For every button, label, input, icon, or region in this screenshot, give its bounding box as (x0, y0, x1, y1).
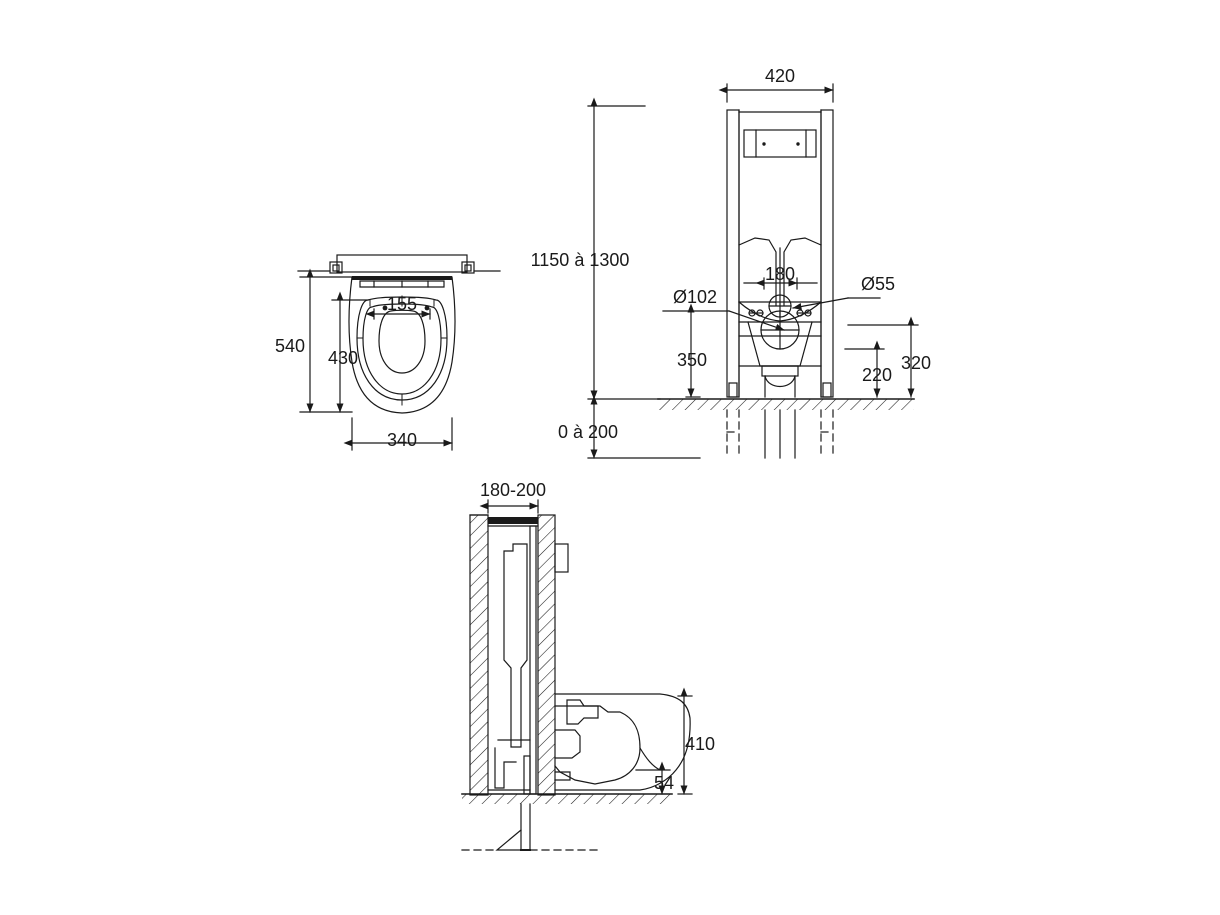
label-54: 54 (654, 773, 674, 793)
label-0-200: 0 à 200 (558, 422, 618, 442)
frame-feet (728, 382, 832, 398)
dimension-220 (844, 340, 885, 398)
dimension-0-200 (587, 395, 701, 459)
seat-outer-profile (348, 276, 456, 414)
mounting-studs (748, 309, 812, 317)
dimension-320 (847, 316, 919, 398)
dimension-540 (299, 268, 353, 413)
actuator-nub (554, 543, 569, 573)
leader-diam-102 (662, 310, 785, 331)
front-elevation-frame (587, 83, 919, 459)
plan-view-seat (297, 254, 501, 451)
flush-plate-section (487, 517, 539, 527)
seat-centre-marks (356, 295, 448, 406)
label-320: 320 (901, 353, 931, 373)
dimension-180-200 (479, 499, 539, 514)
dimension-180 (743, 277, 818, 290)
leader-diam-55 (792, 297, 881, 310)
dimension-430 (331, 291, 369, 413)
label-180: 180 (765, 264, 795, 284)
seat-lid-outline (352, 276, 452, 288)
dimension-1150-1300 (587, 97, 661, 400)
below-floor-solid-pipes (764, 409, 796, 459)
label-diam-55: Ø55 (861, 274, 895, 294)
label-340: 340 (387, 430, 417, 450)
label-180-200: 180-200 (480, 480, 546, 500)
label-155: 155 (387, 294, 417, 314)
label-diam-102: Ø102 (673, 287, 717, 307)
label-1150-1300: 1150 à 1300 (531, 250, 630, 270)
below-floor-pipes (726, 409, 834, 459)
floor-support (495, 803, 531, 851)
seat-mounting-bracket (297, 254, 501, 274)
dimension-410 (677, 687, 693, 795)
floor-line-elevation (657, 398, 915, 410)
dimension-420 (718, 83, 834, 103)
cistern-body (738, 111, 822, 158)
floor-line-section (461, 793, 673, 804)
label-540: 540 (275, 336, 305, 356)
wall-right-leaf (537, 514, 556, 796)
dimension-340 (343, 417, 453, 451)
cistern-section (487, 525, 537, 795)
dimension-350 (685, 303, 701, 398)
dimension-155 (365, 305, 431, 320)
label-420: 420 (765, 66, 795, 86)
label-430: 430 (328, 348, 358, 368)
seat-ring-inner (362, 303, 442, 395)
dimension-54 (635, 761, 671, 795)
label-410: 410 (685, 734, 715, 754)
label-350: 350 (677, 350, 707, 370)
label-220: 220 (862, 365, 892, 385)
bowl-aperture (378, 309, 426, 374)
side-section-wall (461, 499, 693, 851)
wall-left-leaf (469, 514, 489, 796)
